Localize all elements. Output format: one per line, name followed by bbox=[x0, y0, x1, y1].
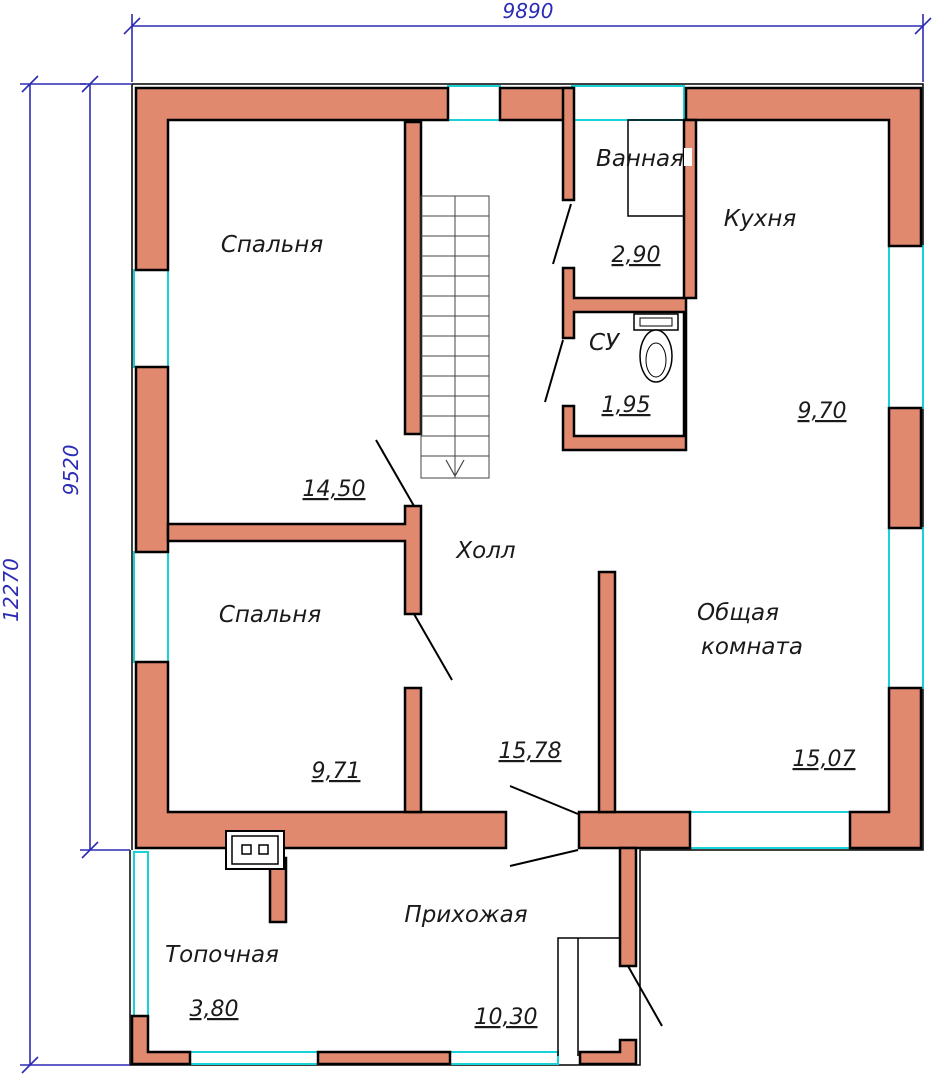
wall-bottom-boiler bbox=[130, 1014, 192, 1066]
room-area-boiler-room: 3,80 bbox=[190, 997, 239, 1022]
room-area-bedroom-bottom: 9,71 bbox=[312, 759, 361, 784]
bathtub bbox=[627, 119, 685, 217]
room-name-boiler-room: Топочная bbox=[165, 942, 279, 968]
wall-bottom-mid bbox=[316, 1050, 452, 1066]
window-bottom-living bbox=[689, 811, 851, 849]
window-left-bedroom2 bbox=[133, 551, 169, 663]
bath-door-gap bbox=[684, 148, 692, 166]
wall-left-mid bbox=[134, 365, 170, 554]
dimension-width: 9890 bbox=[503, 0, 554, 23]
window-bottom-boiler bbox=[189, 1051, 319, 1065]
wall-living-left bbox=[597, 570, 617, 814]
window-left-boiler bbox=[133, 851, 149, 1017]
room-name2-living-room: комната bbox=[701, 634, 803, 660]
dimension-lines bbox=[20, 14, 932, 1074]
room-area-entrance: 10,30 bbox=[475, 1005, 538, 1030]
wall-wc-block bbox=[561, 118, 698, 452]
wall-top-left bbox=[134, 86, 450, 272]
wall-bottom-entrance-right bbox=[578, 1038, 638, 1066]
room-name-kitchen: Кухня bbox=[724, 206, 797, 232]
staircase bbox=[420, 195, 490, 479]
wall-entrance-right bbox=[618, 846, 638, 968]
room-name-bathroom: Ванная bbox=[596, 146, 684, 172]
chimney-icon bbox=[225, 830, 285, 870]
room-area-bathroom: 2,90 bbox=[612, 243, 661, 268]
room-name-hall: Холл bbox=[455, 538, 516, 564]
room-area-living-room: 15,07 bbox=[793, 747, 856, 772]
dimension-overall-height: 12270 bbox=[0, 558, 23, 622]
wall-bedroom-divider bbox=[166, 504, 423, 616]
toilet-icon bbox=[633, 313, 679, 383]
wall-top-right bbox=[684, 86, 923, 248]
wall-bath-left bbox=[561, 86, 576, 202]
window-top-stair bbox=[447, 85, 501, 121]
wall-stair bbox=[403, 120, 423, 436]
wall-bottom-left bbox=[134, 660, 508, 850]
room-name-living-room: Общая bbox=[697, 600, 779, 626]
entrance-steps bbox=[557, 937, 620, 1056]
room-labels: Спальня 14,50 Ванная 2,90 СУ 1,95 Кухня … bbox=[165, 146, 855, 1030]
room-name-bedroom-top: Спальня bbox=[221, 232, 323, 258]
room-name-entrance: Прихожая bbox=[404, 902, 527, 928]
door-swings bbox=[375, 203, 663, 1027]
window-top-bath bbox=[571, 85, 685, 121]
room-area-hall: 15,78 bbox=[499, 739, 562, 764]
room-area-kitchen: 9,70 bbox=[798, 399, 847, 424]
window-bottom-entrance bbox=[449, 1051, 559, 1065]
window-right-living bbox=[888, 527, 924, 689]
window-right-kitchen bbox=[888, 245, 924, 409]
room-area-wc: 1,95 bbox=[602, 393, 651, 418]
window-left-bedroom bbox=[133, 269, 169, 368]
walls bbox=[130, 86, 923, 1066]
wall-right-mid bbox=[887, 406, 923, 530]
wall-bottom-pier bbox=[577, 810, 692, 850]
wall-top-mid bbox=[498, 86, 574, 122]
wall-bottom-right bbox=[848, 686, 923, 850]
room-area-bedroom-top: 14,50 bbox=[303, 477, 366, 502]
dimension-inner-height: 9520 bbox=[59, 445, 83, 496]
wall-bedroom2-right bbox=[403, 686, 423, 814]
room-name-wc: СУ bbox=[589, 330, 621, 356]
room-name-bedroom-bottom: Спальня bbox=[219, 602, 321, 628]
